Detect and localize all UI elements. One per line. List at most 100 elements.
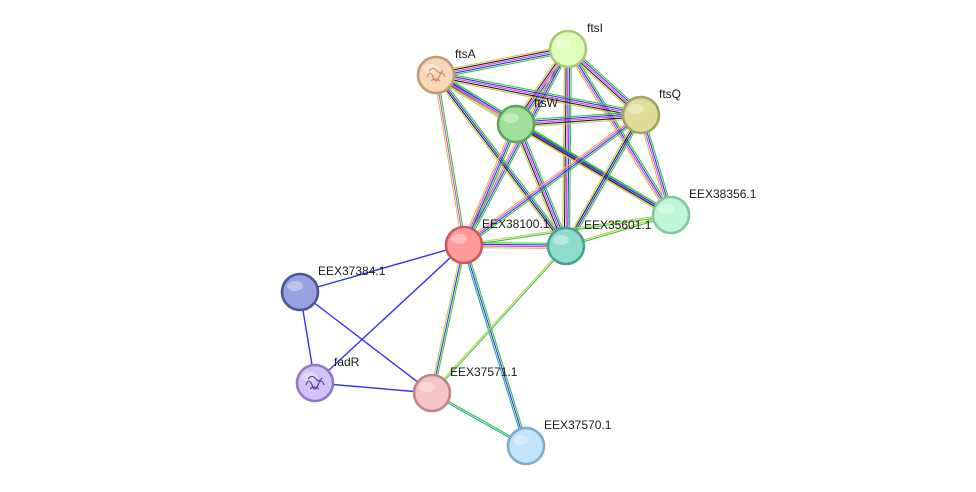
edge-strand-olive — [461, 112, 641, 244]
edge-strand-magenta — [435, 74, 642, 116]
node-circle[interactable] — [548, 29, 588, 69]
node-eex35601-1[interactable]: EEX35601.1 — [546, 218, 652, 266]
node-label: EEX37384.1 — [318, 264, 386, 278]
edge-strand-black — [515, 116, 642, 127]
node-eex37570-1[interactable]: EEX37570.1 — [506, 418, 612, 466]
edge-eex38100-1-eex37384-1 — [299, 244, 465, 293]
edge-strand-green — [432, 246, 568, 395]
edge-strand-black — [563, 48, 567, 247]
edge-strand-blue — [435, 50, 569, 78]
edge-strand-blue — [463, 115, 643, 247]
node-highlight — [658, 204, 674, 214]
node-label: ftsA — [455, 47, 476, 61]
edge-strand-blue — [566, 114, 643, 247]
edge-strand-blue — [463, 244, 527, 447]
edge-strand-black — [434, 74, 566, 248]
edge-strand-green — [436, 71, 643, 113]
edge-ftsa-eex38100-1 — [433, 74, 467, 246]
node-highlight — [555, 38, 571, 48]
edge-strand-blue — [464, 123, 518, 246]
node-label: ftsI — [587, 21, 603, 35]
edge-strand-magenta — [462, 113, 642, 245]
edge-strand-olive — [563, 113, 640, 246]
edge-strand-olive — [512, 124, 564, 248]
edge-strand-black — [513, 124, 565, 248]
node-highlight — [553, 235, 569, 245]
node-eex37384-1[interactable]: EEX37384.1 — [280, 264, 386, 312]
node-circle[interactable] — [295, 363, 335, 403]
node-highlight — [513, 435, 529, 445]
edge-strand-magenta — [515, 114, 642, 125]
edge-strand-green — [436, 51, 570, 79]
node-eex38356-1[interactable]: EEX38356.1 — [651, 187, 757, 235]
edge-strand-green — [568, 48, 572, 247]
node-label: EEX38356.1 — [689, 187, 757, 201]
edge-fadr-eex37571-1 — [314, 382, 433, 394]
node-label: EEX35601.1 — [584, 218, 652, 232]
node-label: ftsQ — [659, 87, 681, 101]
edge-strand-green — [518, 122, 570, 246]
edge-strand-blue — [299, 291, 433, 394]
node-circle[interactable] — [621, 95, 661, 135]
edge-ftsw-eex35601-1 — [512, 122, 570, 248]
edge-eex37384-1-eex37571-1 — [299, 291, 433, 394]
edge-ftsw-ftsq — [515, 111, 642, 128]
node-eex38100-1[interactable]: EEX38100.1 — [444, 217, 550, 265]
node-highlight — [287, 281, 303, 291]
edge-strand-teal — [461, 244, 525, 448]
node-label: EEX37571.1 — [450, 365, 518, 379]
edge-ftsi-ftsa — [434, 45, 570, 79]
node-fadr[interactable]: fadR — [295, 355, 360, 403]
edge-strand-magenta — [435, 74, 465, 246]
node-ftsq[interactable]: ftsQ — [621, 87, 681, 135]
edge-strand-magenta — [435, 48, 569, 76]
edge-strand-green — [437, 72, 569, 246]
edge-strand-green — [465, 124, 519, 247]
node-circle[interactable] — [444, 225, 484, 265]
node-circle[interactable] — [280, 272, 320, 312]
edge-strand-blue — [299, 244, 465, 293]
edge-strand-green — [516, 121, 673, 214]
node-ftsi[interactable]: ftsI — [548, 21, 603, 69]
node-ftsw[interactable]: ftsW — [496, 96, 559, 144]
edge-strand-olive — [434, 45, 568, 73]
edge-strand-green — [465, 49, 571, 247]
edge-ftsa-ftsq — [434, 71, 643, 119]
edge-strand-black — [515, 124, 672, 217]
edge-strand-green — [567, 115, 644, 248]
edge-ftsq-eex35601-1 — [563, 113, 644, 248]
edge-strand-blue — [431, 244, 465, 394]
node-circle[interactable] — [416, 55, 456, 95]
node-circle[interactable] — [506, 426, 546, 466]
node-circle[interactable] — [651, 195, 691, 235]
edge-strand-olive — [434, 77, 641, 119]
node-eex37571-1[interactable]: EEX37571.1 — [412, 365, 518, 413]
node-circle[interactable] — [546, 226, 586, 266]
edge-strand-olive — [514, 125, 671, 218]
edge-strand-blue — [314, 244, 465, 384]
edge-strand-black — [564, 114, 641, 247]
edge-strand-olive — [515, 117, 642, 128]
edge-strand-blue — [464, 48, 570, 246]
edge-strand-black — [435, 76, 642, 118]
node-highlight — [628, 104, 644, 114]
edge-strand-magenta — [565, 48, 569, 247]
node-circle[interactable] — [412, 373, 452, 413]
edge-ftsq-eex38100-1 — [461, 112, 644, 248]
edge-eex35601-1-eex37571-1 — [430, 244, 568, 395]
edge-strand-blue — [515, 122, 672, 215]
edge-strand-magenta — [462, 123, 516, 246]
node-highlight — [419, 382, 435, 392]
node-ftsa[interactable]: ftsA — [416, 47, 476, 95]
node-label: ftsW — [534, 96, 559, 110]
node-label: EEX37570.1 — [544, 418, 612, 432]
node-highlight — [503, 113, 519, 123]
node-circle[interactable] — [496, 104, 536, 144]
edge-strand-green — [465, 243, 529, 447]
edge-strand-olive — [461, 122, 515, 245]
edge-strand-green — [515, 111, 642, 122]
edge-strand-olive — [433, 74, 463, 246]
node-label: EEX38100.1 — [482, 217, 550, 231]
